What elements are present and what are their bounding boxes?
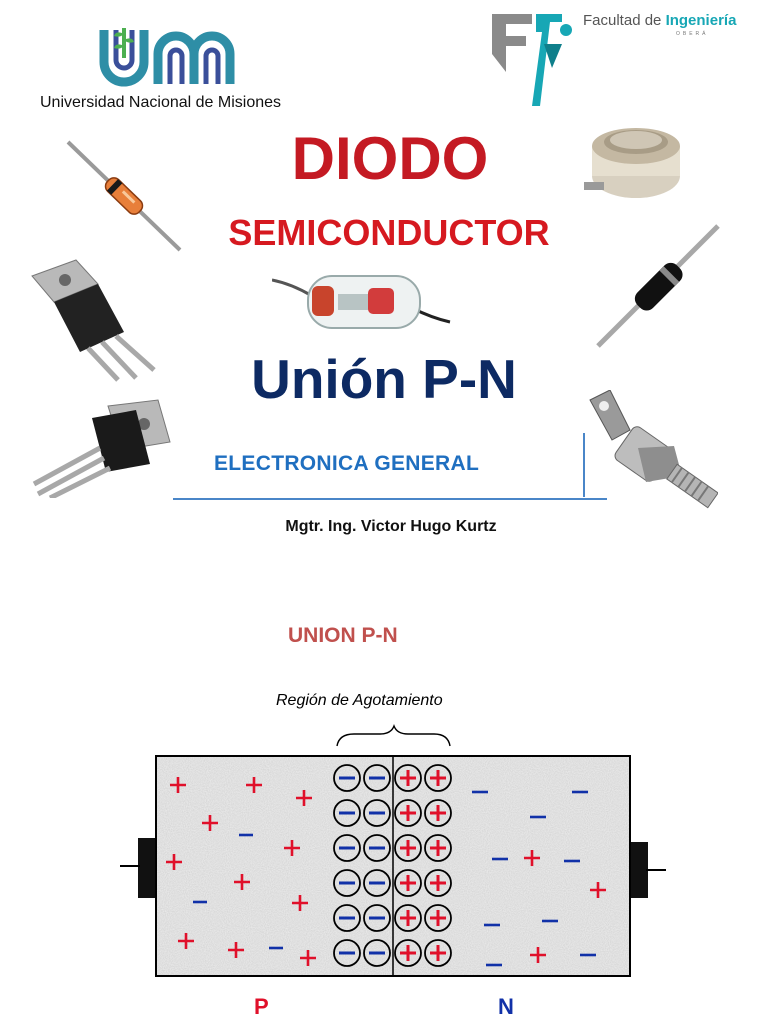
- free-carriers: [166, 777, 606, 967]
- unm-logo-icon: [99, 28, 235, 87]
- divider-horizontal: [173, 498, 607, 500]
- negative-ion: [333, 869, 361, 897]
- plus-sign: [430, 910, 446, 926]
- negative-ion: [363, 799, 391, 827]
- to220-package-icon: [31, 259, 156, 382]
- positive-ion: [424, 764, 452, 792]
- negative-ion: [333, 799, 361, 827]
- course-name: ELECTRONICA GENERAL: [214, 452, 480, 475]
- negative-ion: [363, 834, 391, 862]
- plus-sign: [430, 770, 446, 786]
- plus-sign: [430, 875, 446, 891]
- plus-sign: [430, 945, 446, 961]
- stud-diode-icon: [589, 390, 718, 509]
- depletion-ions: [333, 764, 452, 967]
- hole-carrier: [284, 840, 300, 856]
- positive-ion: [424, 869, 452, 897]
- divider-vertical: [583, 433, 585, 497]
- plus-sign: [430, 840, 446, 856]
- positive-ion: [394, 869, 422, 897]
- minority-hole: [530, 947, 546, 963]
- negative-ion: [363, 939, 391, 967]
- hole-carrier: [234, 874, 250, 890]
- hole-carrier: [296, 790, 312, 806]
- p-region-label: P: [254, 994, 269, 1019]
- positive-ion: [394, 834, 422, 862]
- negative-ion: [333, 904, 361, 932]
- hole-carrier: [300, 950, 316, 966]
- positive-ion: [424, 834, 452, 862]
- hole-carrier: [292, 895, 308, 911]
- hole-carrier: [166, 854, 182, 870]
- plus-sign: [400, 910, 416, 926]
- hole-carrier: [246, 777, 262, 793]
- plus-sign: [400, 805, 416, 821]
- hole-carrier: [170, 777, 186, 793]
- topic-title: Unión P-N: [251, 348, 517, 410]
- positive-ion: [394, 799, 422, 827]
- university-name: Universidad Nacional de Misiones: [40, 94, 282, 111]
- hole-carrier: [178, 933, 194, 949]
- hole-carrier: [202, 815, 218, 831]
- positive-ion: [394, 764, 422, 792]
- negative-ion: [333, 764, 361, 792]
- fi-logo-icon: [492, 14, 572, 106]
- to220-diode-icon: [32, 399, 171, 498]
- pn-junction-diagram: [120, 724, 666, 977]
- plus-sign: [400, 875, 416, 891]
- left-terminal: [138, 838, 156, 898]
- faculty-name: Facultad de Ingeniería: [583, 12, 737, 29]
- minority-hole: [524, 850, 540, 866]
- right-terminal: [630, 842, 648, 898]
- negative-ion: [333, 939, 361, 967]
- depletion-brace: [336, 724, 451, 747]
- negative-ion: [363, 764, 391, 792]
- glass-diode-icon: [272, 275, 451, 329]
- plus-sign: [400, 770, 416, 786]
- plus-sign: [400, 840, 416, 856]
- diode-axial-black-icon: [596, 224, 720, 348]
- negative-ion: [363, 904, 391, 932]
- faculty-city: OBERÁ: [676, 31, 709, 37]
- diode-axial-glass-icon: [66, 140, 182, 252]
- negative-ion: [333, 834, 361, 862]
- thyristor-disc-icon: [584, 128, 680, 198]
- minority-hole: [590, 882, 606, 898]
- page-title: DIODO: [291, 125, 489, 192]
- author-name: Mgtr. Ing. Victor Hugo Kurtz: [285, 518, 497, 535]
- page-subtitle: SEMICONDUCTOR: [228, 212, 550, 253]
- positive-ion: [424, 939, 452, 967]
- n-region-label: N: [498, 994, 514, 1019]
- positive-ion: [394, 939, 422, 967]
- positive-ion: [424, 799, 452, 827]
- plus-sign: [400, 945, 416, 961]
- negative-ion: [363, 869, 391, 897]
- section-title: UNION P-N: [288, 624, 398, 647]
- positive-ion: [424, 904, 452, 932]
- plus-sign: [430, 805, 446, 821]
- positive-ion: [394, 904, 422, 932]
- depletion-region-label: Región de Agotamiento: [276, 692, 443, 709]
- hole-carrier: [228, 942, 244, 958]
